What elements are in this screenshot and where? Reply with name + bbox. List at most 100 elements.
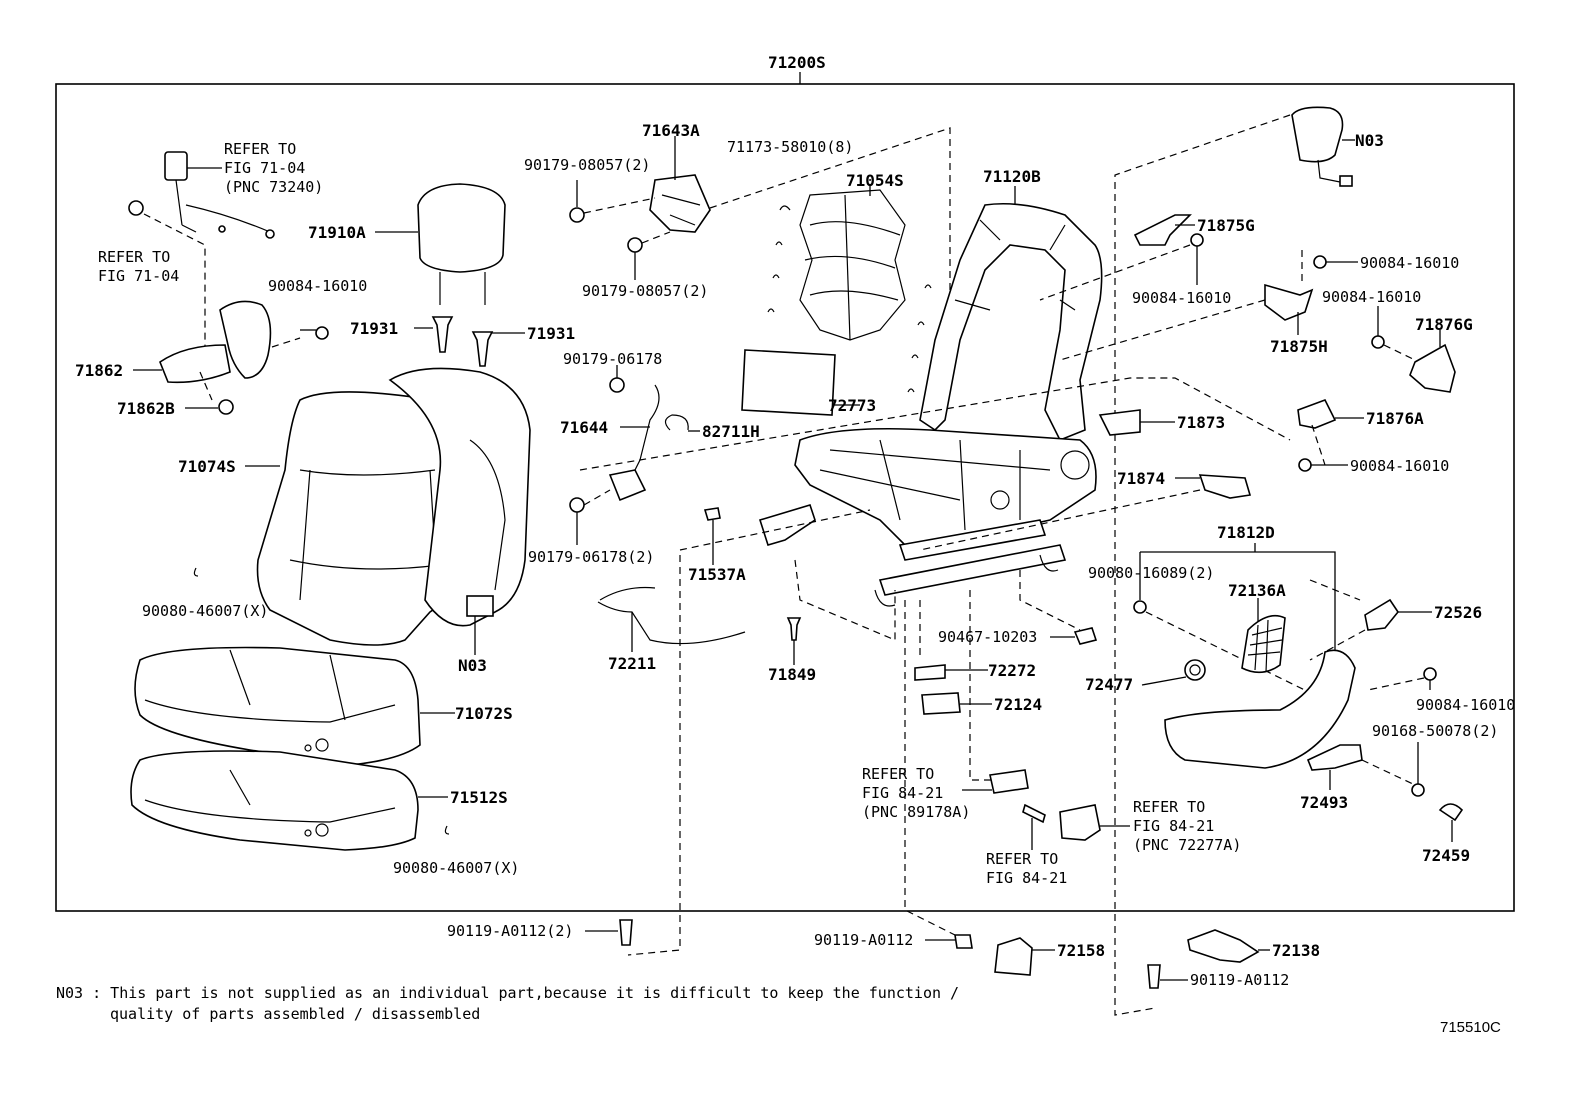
seat-back-pad <box>388 367 531 627</box>
seat-back-springs <box>799 189 906 341</box>
nut-90179-06178 <box>609 377 625 393</box>
right-leader <box>1114 114 1291 1016</box>
switch-72277A <box>1059 804 1101 841</box>
refer-note-screw-2: FIG 84-21 <box>986 869 1067 887</box>
bolt-90084-16010-b <box>1190 233 1204 247</box>
spring-clip-top <box>779 205 791 211</box>
connector-72272 <box>914 664 946 681</box>
recliner-71643A <box>649 174 711 233</box>
label-71054S: 71054S <box>846 171 904 190</box>
label-90119-A0112-2: 90119-A0112(2) <box>447 922 573 940</box>
connector-72124 <box>921 692 961 715</box>
label-90467-10203: 90467-10203 <box>938 628 1037 646</box>
refer-note-sensor-2: FIG 84-21 <box>862 784 943 802</box>
clamp-82711H <box>664 414 689 431</box>
label-90084-16010-b: 90084-16010 <box>1132 289 1231 307</box>
bolt-90084-16010-c <box>1313 255 1327 269</box>
refer-note-bracket-1: REFER TO <box>98 248 170 266</box>
refer-note-switch-1: REFER TO <box>1133 798 1205 816</box>
label-71876G: 71876G <box>1415 315 1473 334</box>
bolt-90080-16089 <box>1133 600 1147 614</box>
clip-71849 <box>786 617 802 641</box>
footnote-line-1: N03 : This part is not supplied as an in… <box>56 984 959 1002</box>
label-72158: 72158 <box>1057 941 1105 960</box>
refer-note-bracket-2: FIG 71-04 <box>98 267 179 285</box>
seat-cushion-frame <box>794 427 1097 546</box>
label-90080-46007-a: 90080-46007(X) <box>142 602 268 620</box>
bolt-90084-16010-e <box>1298 458 1312 472</box>
cover-71873 <box>1098 409 1141 436</box>
cover-71876G <box>1409 343 1456 393</box>
label-72773: 72773 <box>828 396 876 415</box>
seat-back-frame <box>919 202 1103 442</box>
label-71644: 71644 <box>560 418 608 437</box>
bolt-90084-16010-d <box>1371 335 1385 349</box>
label-N03-mid: N03 <box>458 656 487 675</box>
label-71874: 71874 <box>1117 469 1165 488</box>
bolt-90168-50078 <box>1411 783 1425 797</box>
label-71812D: 71812D <box>1217 523 1275 542</box>
label-90084-16010-a: 90084-16010 <box>268 277 367 295</box>
refer-note-belt-3: (PNC 73240) <box>224 178 323 196</box>
spring-leader <box>709 127 951 290</box>
seat-back-board <box>741 349 836 416</box>
label-90084-16010-d: 90084-16010 <box>1322 288 1421 306</box>
ring-72477 <box>1184 659 1206 681</box>
bolt-90119-A0112-a <box>954 934 973 949</box>
label-72459: 72459 <box>1422 846 1470 865</box>
belt-guide-cover <box>159 300 329 384</box>
label-71173-58010: 71173-58010(8) <box>727 138 853 156</box>
cover-71875H <box>1264 283 1314 321</box>
label-72211: 72211 <box>608 654 656 673</box>
label-71876A: 71876A <box>1366 409 1424 428</box>
label-71512S: 71512S <box>450 788 508 807</box>
hog-ring-b <box>444 825 450 835</box>
label-90119-A0112-b: 90119-A0112 <box>1190 971 1289 989</box>
wire-harness-71644 <box>608 384 660 502</box>
cap-72459 <box>1438 803 1464 822</box>
label-71074S: 71074S <box>178 457 236 476</box>
seat-back-cover <box>256 391 451 646</box>
clip-71862B <box>218 399 234 415</box>
sensor-89178A <box>989 769 1029 794</box>
label-72138: 72138 <box>1272 941 1320 960</box>
nut-90179-08057-a <box>569 207 585 223</box>
label-N03-top: N03 <box>1355 131 1384 150</box>
headrest <box>417 183 506 305</box>
side-airbag-N03 <box>1291 106 1353 187</box>
side-shield <box>1164 649 1356 769</box>
label-82711H: 82711H <box>702 422 760 441</box>
label-71931-b: 71931 <box>527 324 575 343</box>
screw-fig-84-21 <box>1022 803 1046 824</box>
refer-note-screw-1: REFER TO <box>986 850 1058 868</box>
label-90179-08057-2b: 90179-08057(2) <box>582 282 708 300</box>
refer-note-belt-1: REFER TO <box>224 140 296 158</box>
label-72477: 72477 <box>1085 675 1133 694</box>
label-71862: 71862 <box>75 361 123 380</box>
label-90179-06178-2: 90179-06178(2) <box>528 548 654 566</box>
clip-90467-10203 <box>1073 627 1098 645</box>
assembly-frame <box>55 83 1515 912</box>
label-90179-08057-2a: 90179-08057(2) <box>524 156 650 174</box>
label-90179-06178: 90179-06178 <box>563 350 662 368</box>
cover-71874 <box>1198 474 1252 499</box>
hog-ring-a <box>193 567 199 577</box>
label-71910A: 71910A <box>308 223 366 242</box>
cover-72158 <box>994 937 1033 976</box>
label-90084-16010-c: 90084-16010 <box>1360 254 1459 272</box>
label-90119-A0112-a: 90119-A0112 <box>814 931 913 949</box>
tag-71537A <box>703 507 721 521</box>
bolt-90119-A0112-b <box>1147 964 1161 989</box>
label-72526: 72526 <box>1434 603 1482 622</box>
footnote-line-2: quality of parts assembled / disassemble… <box>110 1005 480 1023</box>
slide-bracket <box>758 504 816 546</box>
label-72272: 72272 <box>988 661 1036 680</box>
label-72493: 72493 <box>1300 793 1348 812</box>
bolt-90084-16010-f <box>1423 667 1437 681</box>
grille-72136A <box>1241 614 1286 674</box>
label-90084-16010-f: 90084-16010 <box>1416 696 1515 714</box>
label-72136A: 72136A <box>1228 581 1286 600</box>
label-90168-50078: 90168-50078(2) <box>1372 722 1498 740</box>
